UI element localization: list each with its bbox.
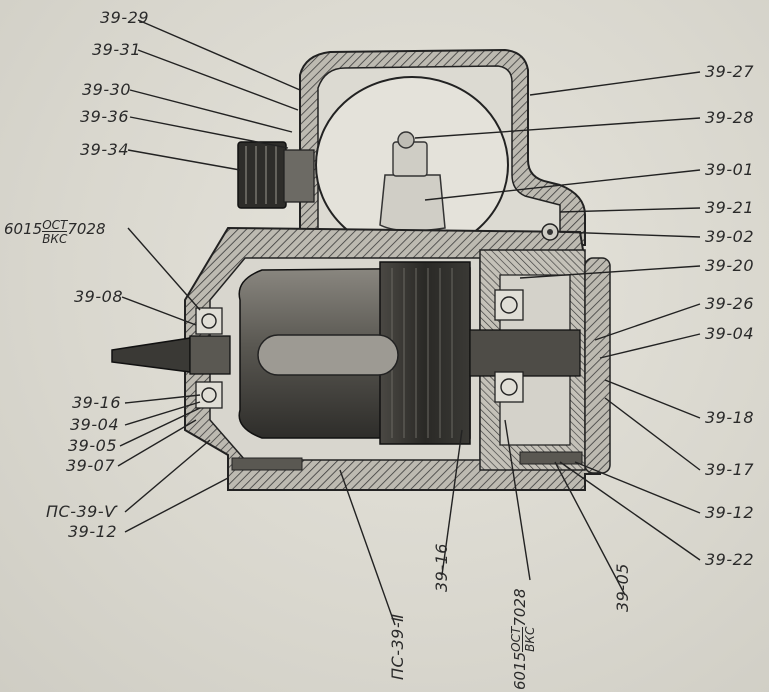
label-39-05: 39-05 [68, 436, 117, 455]
label-ps-39-ii: ПС-39-Ⅱ [388, 613, 407, 680]
label-39-26: 39-26 [705, 294, 754, 313]
label-39-21: 39-21 [705, 198, 754, 217]
label-39-17: 39-17 [705, 460, 754, 479]
bearing-bottom-num: ОСТ [509, 626, 523, 652]
label-39-08: 39-08 [74, 287, 123, 306]
label-39-20: 39-20 [705, 256, 754, 275]
leader-lines [117, 19, 701, 626]
label-39-07: 39-07 [66, 456, 115, 475]
label-39-18: 39-18 [705, 408, 754, 427]
label-39-16-bottom: 39-16 [432, 543, 451, 592]
bearing-left-suffix: 7028 [67, 220, 106, 238]
bearing-bottom-suffix: 7028 [511, 588, 529, 627]
rotor-assembly [238, 261, 471, 445]
label-39-05-bottom: 39-05 [613, 563, 632, 612]
label-39-12-right: 39-12 [705, 503, 754, 522]
cable-gland [237, 141, 315, 209]
label-39-30: 39-30 [82, 80, 131, 99]
label-39-29: 39-29 [100, 8, 149, 27]
label-ps-39-v: ПС-39-Ѵ [46, 502, 118, 521]
label-39-36: 39-36 [80, 107, 129, 126]
label-39-12: 39-12 [68, 522, 117, 541]
shaft [111, 289, 581, 403]
bearing-left-den: ВКС [42, 232, 68, 246]
left-bearings [195, 307, 223, 409]
label-39-02: 39-02 [705, 227, 754, 246]
base-bolts [231, 451, 583, 471]
label-39-28: 39-28 [705, 108, 754, 127]
bearing-left-prefix: 6015 [4, 220, 43, 238]
bearing-left-num: ОСТ [42, 218, 68, 232]
terminal-box [299, 48, 586, 254]
bearing-bottom-den: ВКС [523, 626, 537, 652]
bearing-bottom-prefix: 6015 [511, 651, 529, 690]
label-39-34: 39-34 [80, 140, 129, 159]
label-39-31: 39-31 [92, 40, 141, 59]
label-39-04: 39-04 [70, 415, 119, 434]
label-39-01: 39-01 [705, 160, 754, 179]
label-39-04-right: 39-04 [705, 324, 754, 343]
label-39-16: 39-16 [72, 393, 121, 412]
label-39-22: 39-22 [705, 550, 754, 569]
label-39-27: 39-27 [705, 62, 754, 81]
